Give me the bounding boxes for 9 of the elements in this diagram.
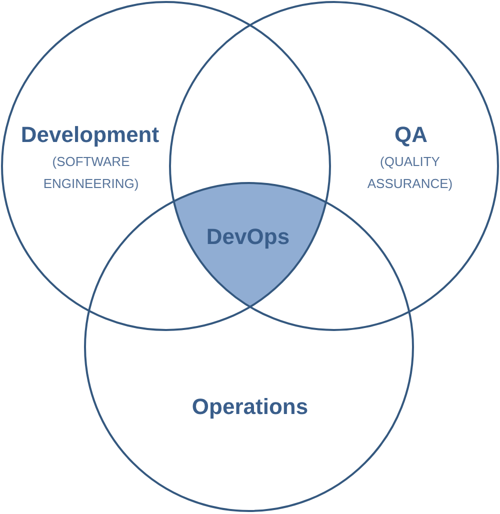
venn-sublabel: (SOFTWARE ENGINEERING) bbox=[42, 153, 140, 193]
venn-sublabel: (QUALITY ASSURANCE) bbox=[366, 153, 454, 193]
venn-circle bbox=[1, 1, 331, 331]
venn-label: Development bbox=[20, 122, 160, 148]
venn-label: Operations bbox=[192, 394, 308, 420]
venn-circle bbox=[169, 1, 499, 331]
venn-label: QA bbox=[394, 122, 428, 148]
overlap-region bbox=[173, 183, 326, 307]
venn-label: DevOps bbox=[206, 224, 290, 250]
